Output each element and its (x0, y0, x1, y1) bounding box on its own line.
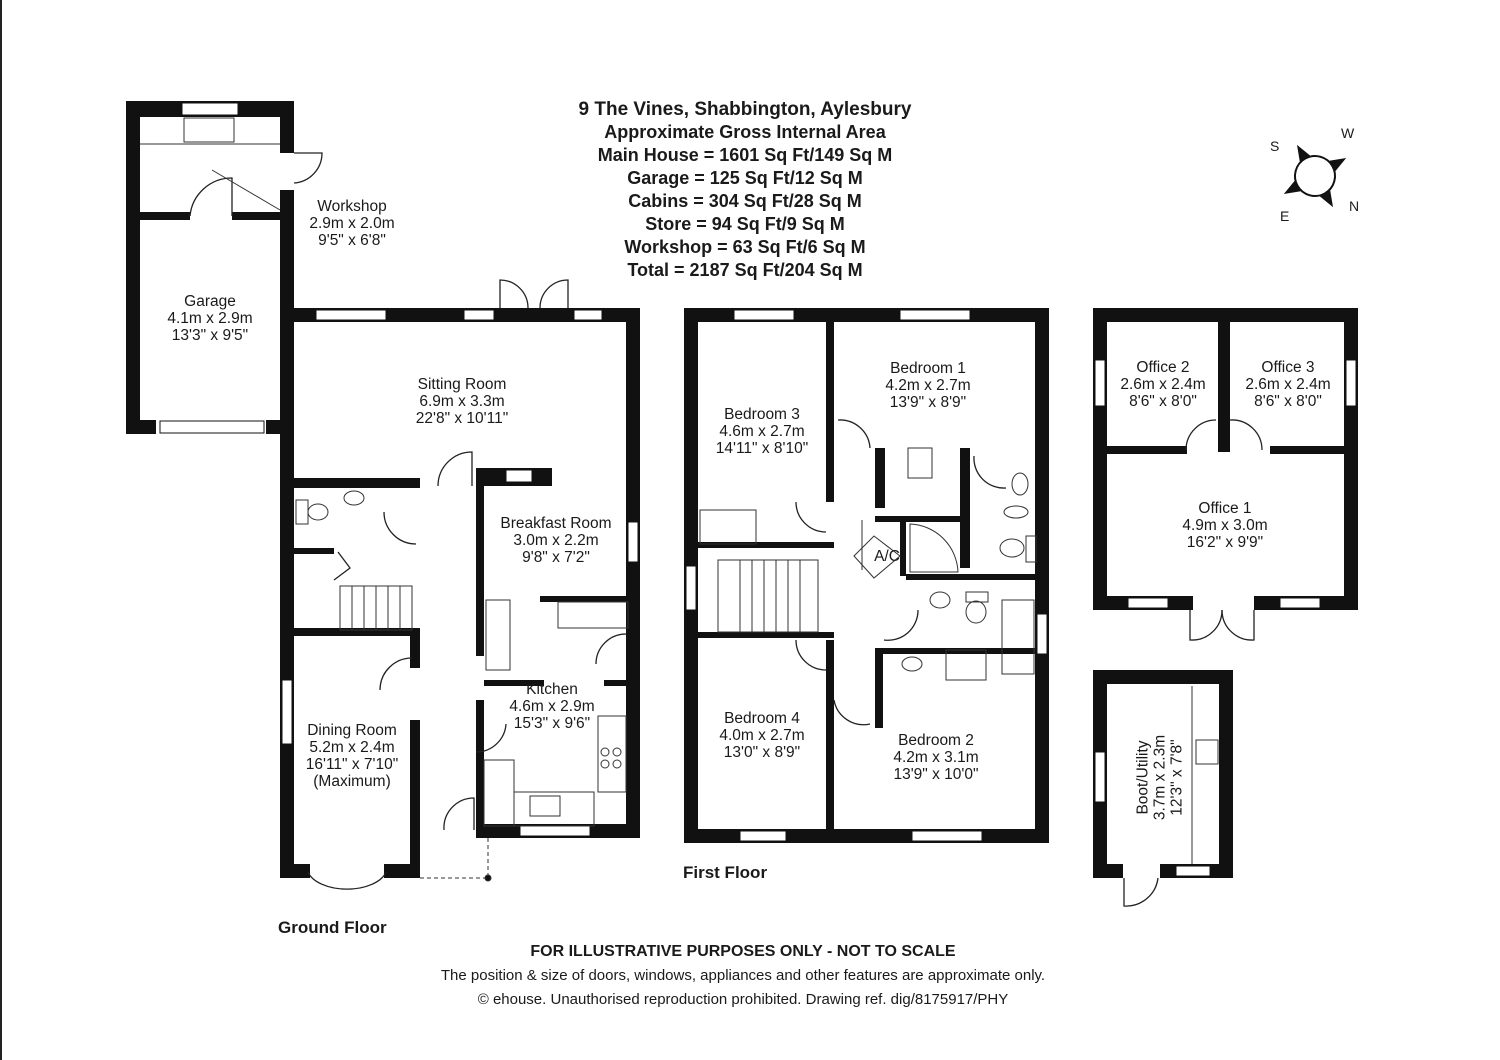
disclaimer-heading: FOR ILLUSTRATIVE PURPOSES ONLY - NOT TO … (530, 943, 956, 960)
property-address: 9 The Vines, Shabbington, Aylesbury (578, 99, 912, 120)
compass-w: W (1341, 125, 1355, 141)
area-header: 9 The Vines, Shabbington, Aylesbury Appr… (500, 98, 990, 282)
compass-rose (1283, 144, 1347, 208)
fixtures (140, 117, 1219, 882)
compass-s: S (1270, 138, 1280, 154)
compass-e: E (1280, 208, 1290, 224)
door-swings (189, 152, 1263, 907)
area-garage: Garage = 125 Sq Ft/12 Sq M (627, 168, 863, 188)
room-ac-cupboard: A/C (874, 548, 900, 565)
area-total: Total = 2187 Sq Ft/204 Sq M (627, 260, 863, 280)
area-main-house: Main House = 1601 Sq Ft/149 Sq M (597, 145, 893, 165)
area-cabins: Cabins = 304 Sq Ft/28 Sq M (628, 191, 862, 211)
disclaimer-text: The position & size of doors, windows, a… (440, 967, 1046, 984)
disclaimer-footer: FOR ILLUSTRATIVE PURPOSES ONLY - NOT TO … (300, 940, 1186, 1012)
copyright-text: © ehouse. Unauthorised reproduction proh… (477, 991, 1009, 1008)
floor-label-first: First Floor (683, 863, 768, 882)
compass-n: N (1349, 198, 1360, 214)
area-store: Store = 94 Sq Ft/9 Sq M (645, 214, 845, 234)
area-workshop: Workshop = 63 Sq Ft/6 Sq M (624, 237, 866, 257)
area-title: Approximate Gross Internal Area (604, 122, 886, 142)
windows (159, 102, 1357, 877)
floor-label-ground: Ground Floor (278, 918, 387, 937)
